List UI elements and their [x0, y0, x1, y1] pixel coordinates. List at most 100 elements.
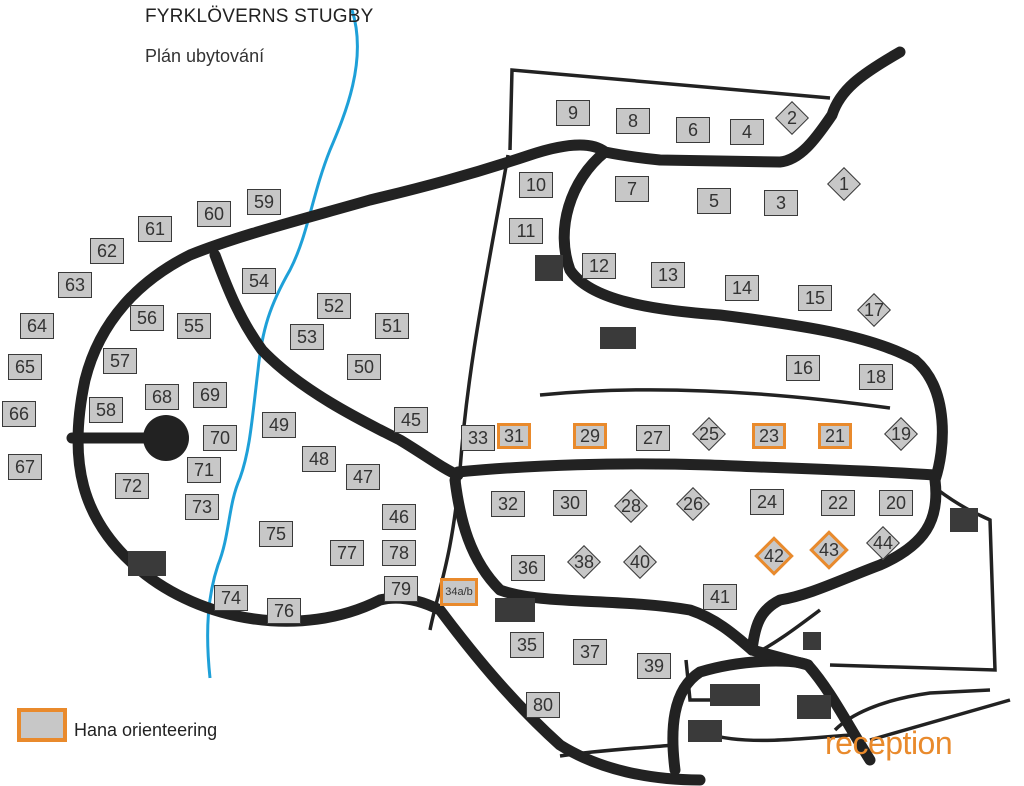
cabin-5: 5: [697, 188, 731, 214]
cabin-number: 17: [863, 299, 885, 320]
cabin-8: 8: [616, 108, 650, 134]
cabin-22: 22: [821, 490, 855, 516]
cabin-number: 43: [818, 539, 840, 560]
cabin-7: 7: [615, 176, 649, 202]
cabin-14: 14: [725, 275, 759, 301]
cabin-49: 49: [262, 412, 296, 438]
cabin-26: 26: [676, 487, 710, 521]
cabin-number: 1: [838, 173, 849, 194]
cabin-54: 54: [242, 268, 276, 294]
map-subtitle: Plán ubytování: [145, 46, 265, 66]
cabin-43: 43: [809, 530, 849, 570]
cabin-53: 53: [290, 324, 324, 350]
cabin-4: 4: [730, 119, 764, 145]
cabin-23: 23: [752, 423, 786, 449]
cabin-52: 52: [317, 293, 351, 319]
cabin-number: 42: [763, 545, 785, 566]
cabin-number: 44: [872, 532, 894, 553]
cabin-35: 35: [510, 632, 544, 658]
cabin-45: 45: [394, 407, 428, 433]
cabin-46: 46: [382, 504, 416, 530]
main-roads: [66, 46, 948, 786]
cabin-42: 42: [754, 536, 794, 576]
cabin-27: 27: [636, 425, 670, 451]
cabin-63: 63: [58, 272, 92, 298]
cabin-31: 31: [497, 423, 531, 449]
cabin-61: 61: [138, 216, 172, 242]
cabin-11: 11: [509, 218, 543, 244]
cabin-number: 28: [620, 495, 642, 516]
cabin-13: 13: [651, 262, 685, 288]
cabin-17: 17: [857, 293, 891, 327]
cabin-75: 75: [259, 521, 293, 547]
cabin-39: 39: [637, 653, 671, 679]
buildings: [128, 255, 978, 742]
cabin-number: 38: [573, 551, 595, 572]
cabin-64: 64: [20, 313, 54, 339]
cabin-12: 12: [582, 253, 616, 279]
cabin-number: 2: [786, 107, 797, 128]
cabin-25: 25: [692, 417, 726, 451]
cabin-33: 33: [461, 425, 495, 451]
reception-label: reception: [825, 725, 953, 761]
cabin-36: 36: [511, 555, 545, 581]
map-title: FYRKLÖVERNS STUGBY: [145, 6, 374, 27]
cabin-56: 56: [130, 305, 164, 331]
cabin-74: 74: [214, 585, 248, 611]
cabin-69: 69: [193, 382, 227, 408]
cabin-62: 62: [90, 238, 124, 264]
cabin-number: 25: [698, 423, 720, 444]
cabin-50: 50: [347, 354, 381, 380]
cabin-9: 9: [556, 100, 590, 126]
cabin-30: 30: [553, 490, 587, 516]
cabin-67: 67: [8, 454, 42, 480]
cabin-72: 72: [115, 473, 149, 499]
cabin-40: 40: [623, 545, 657, 579]
cabin-76: 76: [267, 598, 301, 624]
cabin-44: 44: [866, 526, 900, 560]
cabin-68: 68: [145, 384, 179, 410]
legend-swatch: [17, 708, 67, 742]
cabin-24: 24: [750, 489, 784, 515]
cabin-number: 40: [629, 551, 651, 572]
cabin-1: 1: [827, 167, 861, 201]
river: [206, 9, 359, 679]
cabin-10: 10: [519, 172, 553, 198]
cabin-20: 20: [879, 490, 913, 516]
cabin-18: 18: [859, 364, 893, 390]
cabin-15: 15: [798, 285, 832, 311]
cabin-16: 16: [786, 355, 820, 381]
cabin-2: 2: [775, 101, 809, 135]
cabin-47: 47: [346, 464, 380, 490]
cabin-48: 48: [302, 446, 336, 472]
cabin-28: 28: [614, 489, 648, 523]
cabin-57: 57: [103, 348, 137, 374]
cabin-41: 41: [703, 584, 737, 610]
cabin-number: 26: [682, 493, 704, 514]
cabin-6: 6: [676, 117, 710, 143]
cabin-80: 80: [526, 692, 560, 718]
cabin-3: 3: [764, 190, 798, 216]
cabin-21: 21: [818, 423, 852, 449]
cabin-29: 29: [573, 423, 607, 449]
cabin-79: 79: [384, 576, 418, 602]
cabin-number: 19: [890, 423, 912, 444]
cabin-55: 55: [177, 313, 211, 339]
cabin-66: 66: [2, 401, 36, 427]
cabin-70: 70: [203, 425, 237, 451]
cabin-51: 51: [375, 313, 409, 339]
cabin-65: 65: [8, 354, 42, 380]
legend-label: Hana orienteering: [74, 720, 218, 740]
cabin-58: 58: [89, 397, 123, 423]
cabin-19: 19: [884, 417, 918, 451]
cabin-34a-b: 34a/b: [440, 578, 478, 606]
cabin-60: 60: [197, 201, 231, 227]
cabin-71: 71: [187, 457, 221, 483]
cabin-38: 38: [567, 545, 601, 579]
turnaround: [143, 415, 189, 461]
cabin-59: 59: [247, 189, 281, 215]
cabin-78: 78: [382, 540, 416, 566]
cabin-77: 77: [330, 540, 364, 566]
cabin-32: 32: [491, 491, 525, 517]
